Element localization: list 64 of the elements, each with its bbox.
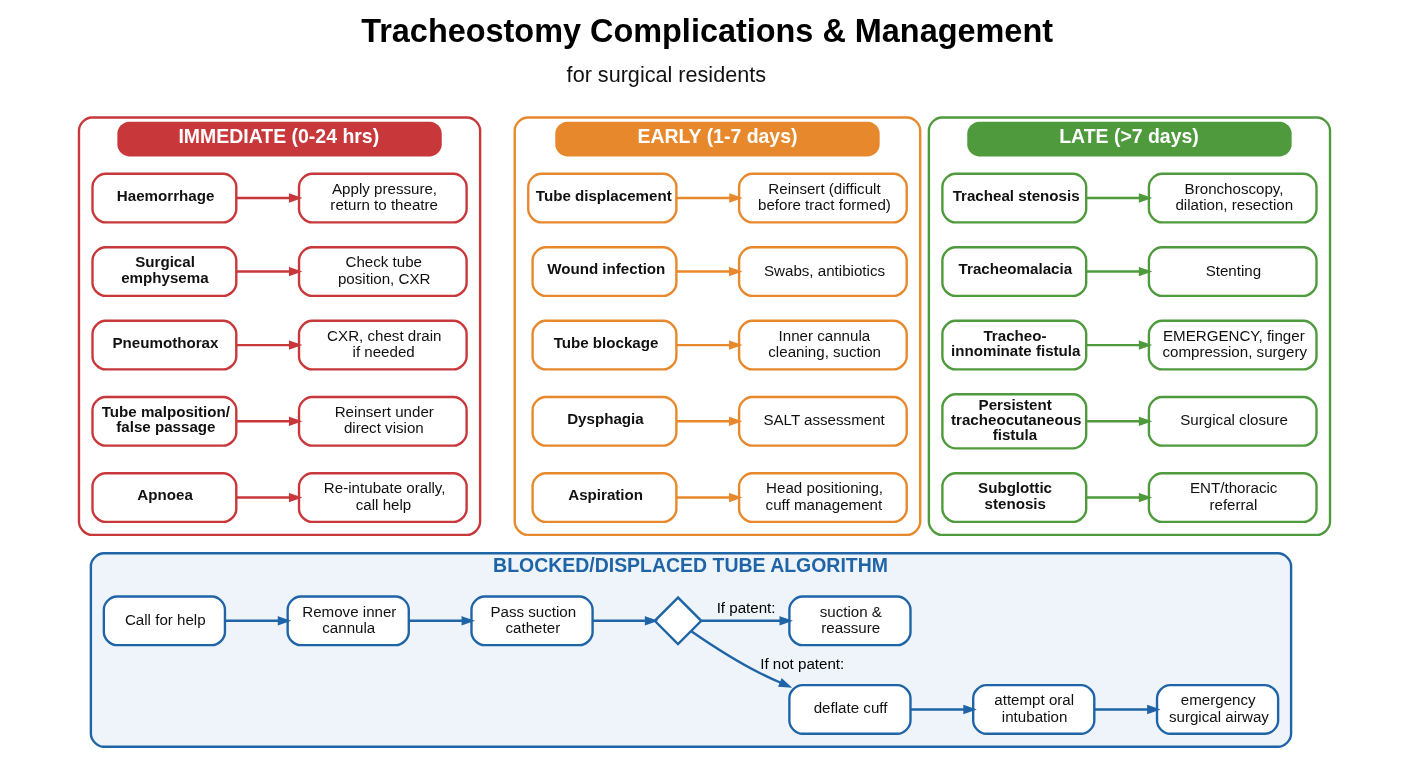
arrow: [1093, 704, 1161, 715]
arrow: [910, 704, 977, 715]
node-box: Wound infection: [530, 246, 678, 298]
node-box: Tube blockage: [530, 319, 678, 371]
arrow: [1085, 492, 1152, 503]
node-box: Head positioning, cuff management: [737, 472, 908, 524]
arrow: [224, 616, 291, 626]
node-box: Remove inner cannula: [285, 595, 410, 647]
node-box: Dysphagia: [530, 395, 678, 447]
node-box: emergency surgical airway: [1155, 683, 1279, 735]
arrow: [592, 616, 658, 626]
node-box: Bronchoscopy, dilation, resection: [1147, 172, 1318, 224]
arrow: [676, 492, 742, 503]
diagram-title: Tracheostomy Complications & Management: [360, 12, 1053, 49]
node-box: Pneumothorax: [90, 319, 237, 371]
arrow: [1085, 193, 1152, 203]
node-box: Tracheal stenosis: [940, 172, 1087, 224]
node-box: SALT assessment: [737, 395, 908, 447]
node-box: Tracheo- innominate fistula: [940, 319, 1087, 371]
arrow: [236, 266, 302, 277]
arrow: [675, 193, 743, 203]
arrow: [676, 266, 742, 277]
node-box: Swabs, antibiotics: [737, 246, 908, 298]
node-box: Tube malposition/ false passage: [90, 395, 237, 447]
node-box: Tube displacement: [526, 172, 678, 224]
node-box: Check tube position, CXR: [297, 246, 468, 298]
node-box: Stenting: [1147, 246, 1318, 298]
node-box: Apnoea: [90, 472, 237, 524]
arrow: [236, 416, 302, 426]
arrow: [1085, 266, 1152, 277]
node-box: Call for help: [102, 595, 226, 647]
arrow: [1085, 416, 1152, 426]
node-box: suction & reassure: [787, 595, 912, 647]
node-box: ENT/thoracic referral: [1147, 472, 1318, 524]
node-box: Pass suction catheter: [469, 595, 594, 647]
node-diamond: [652, 595, 703, 646]
arrow: [236, 492, 302, 503]
node-box: Surgical emphysema: [90, 246, 237, 298]
node-box: Aspiration: [530, 472, 678, 524]
arrow: [236, 193, 302, 203]
node-box: Reinsert (difficult before tract formed): [737, 172, 908, 224]
node-box: Subglottic stenosis: [940, 472, 1087, 524]
arrow: [676, 340, 742, 350]
node-box: Re-intubate orally, call help: [297, 472, 468, 524]
label: for surgical residents: [566, 61, 766, 87]
edge-label: If not patent:: [759, 655, 844, 673]
node-box: Inner cannula cleaning, suction: [737, 319, 908, 371]
node-box: CXR, chest drain if needed: [297, 319, 468, 371]
arrow: [408, 616, 475, 626]
node-box: EMERGENCY, finger compression, surgery: [1147, 319, 1318, 371]
node-box: attempt oral intubation: [971, 683, 1095, 735]
node-box: Tracheomalacia: [940, 246, 1087, 298]
arrow: [676, 416, 742, 426]
node-box: Surgical closure: [1147, 395, 1318, 447]
arrow: [690, 630, 792, 688]
arrow: [701, 616, 793, 626]
node-box: Reinsert under direct vision: [297, 395, 468, 447]
arrow: [236, 340, 302, 350]
node-box: Apply pressure, return to theatre: [297, 172, 468, 224]
node-box: Haemorrhage: [90, 172, 237, 224]
arrow: [1085, 340, 1152, 350]
node-box: deflate cuff: [787, 683, 912, 735]
edge-label: If patent:: [716, 599, 776, 617]
node-box: Persistent tracheocutaneous fistula: [940, 393, 1087, 450]
